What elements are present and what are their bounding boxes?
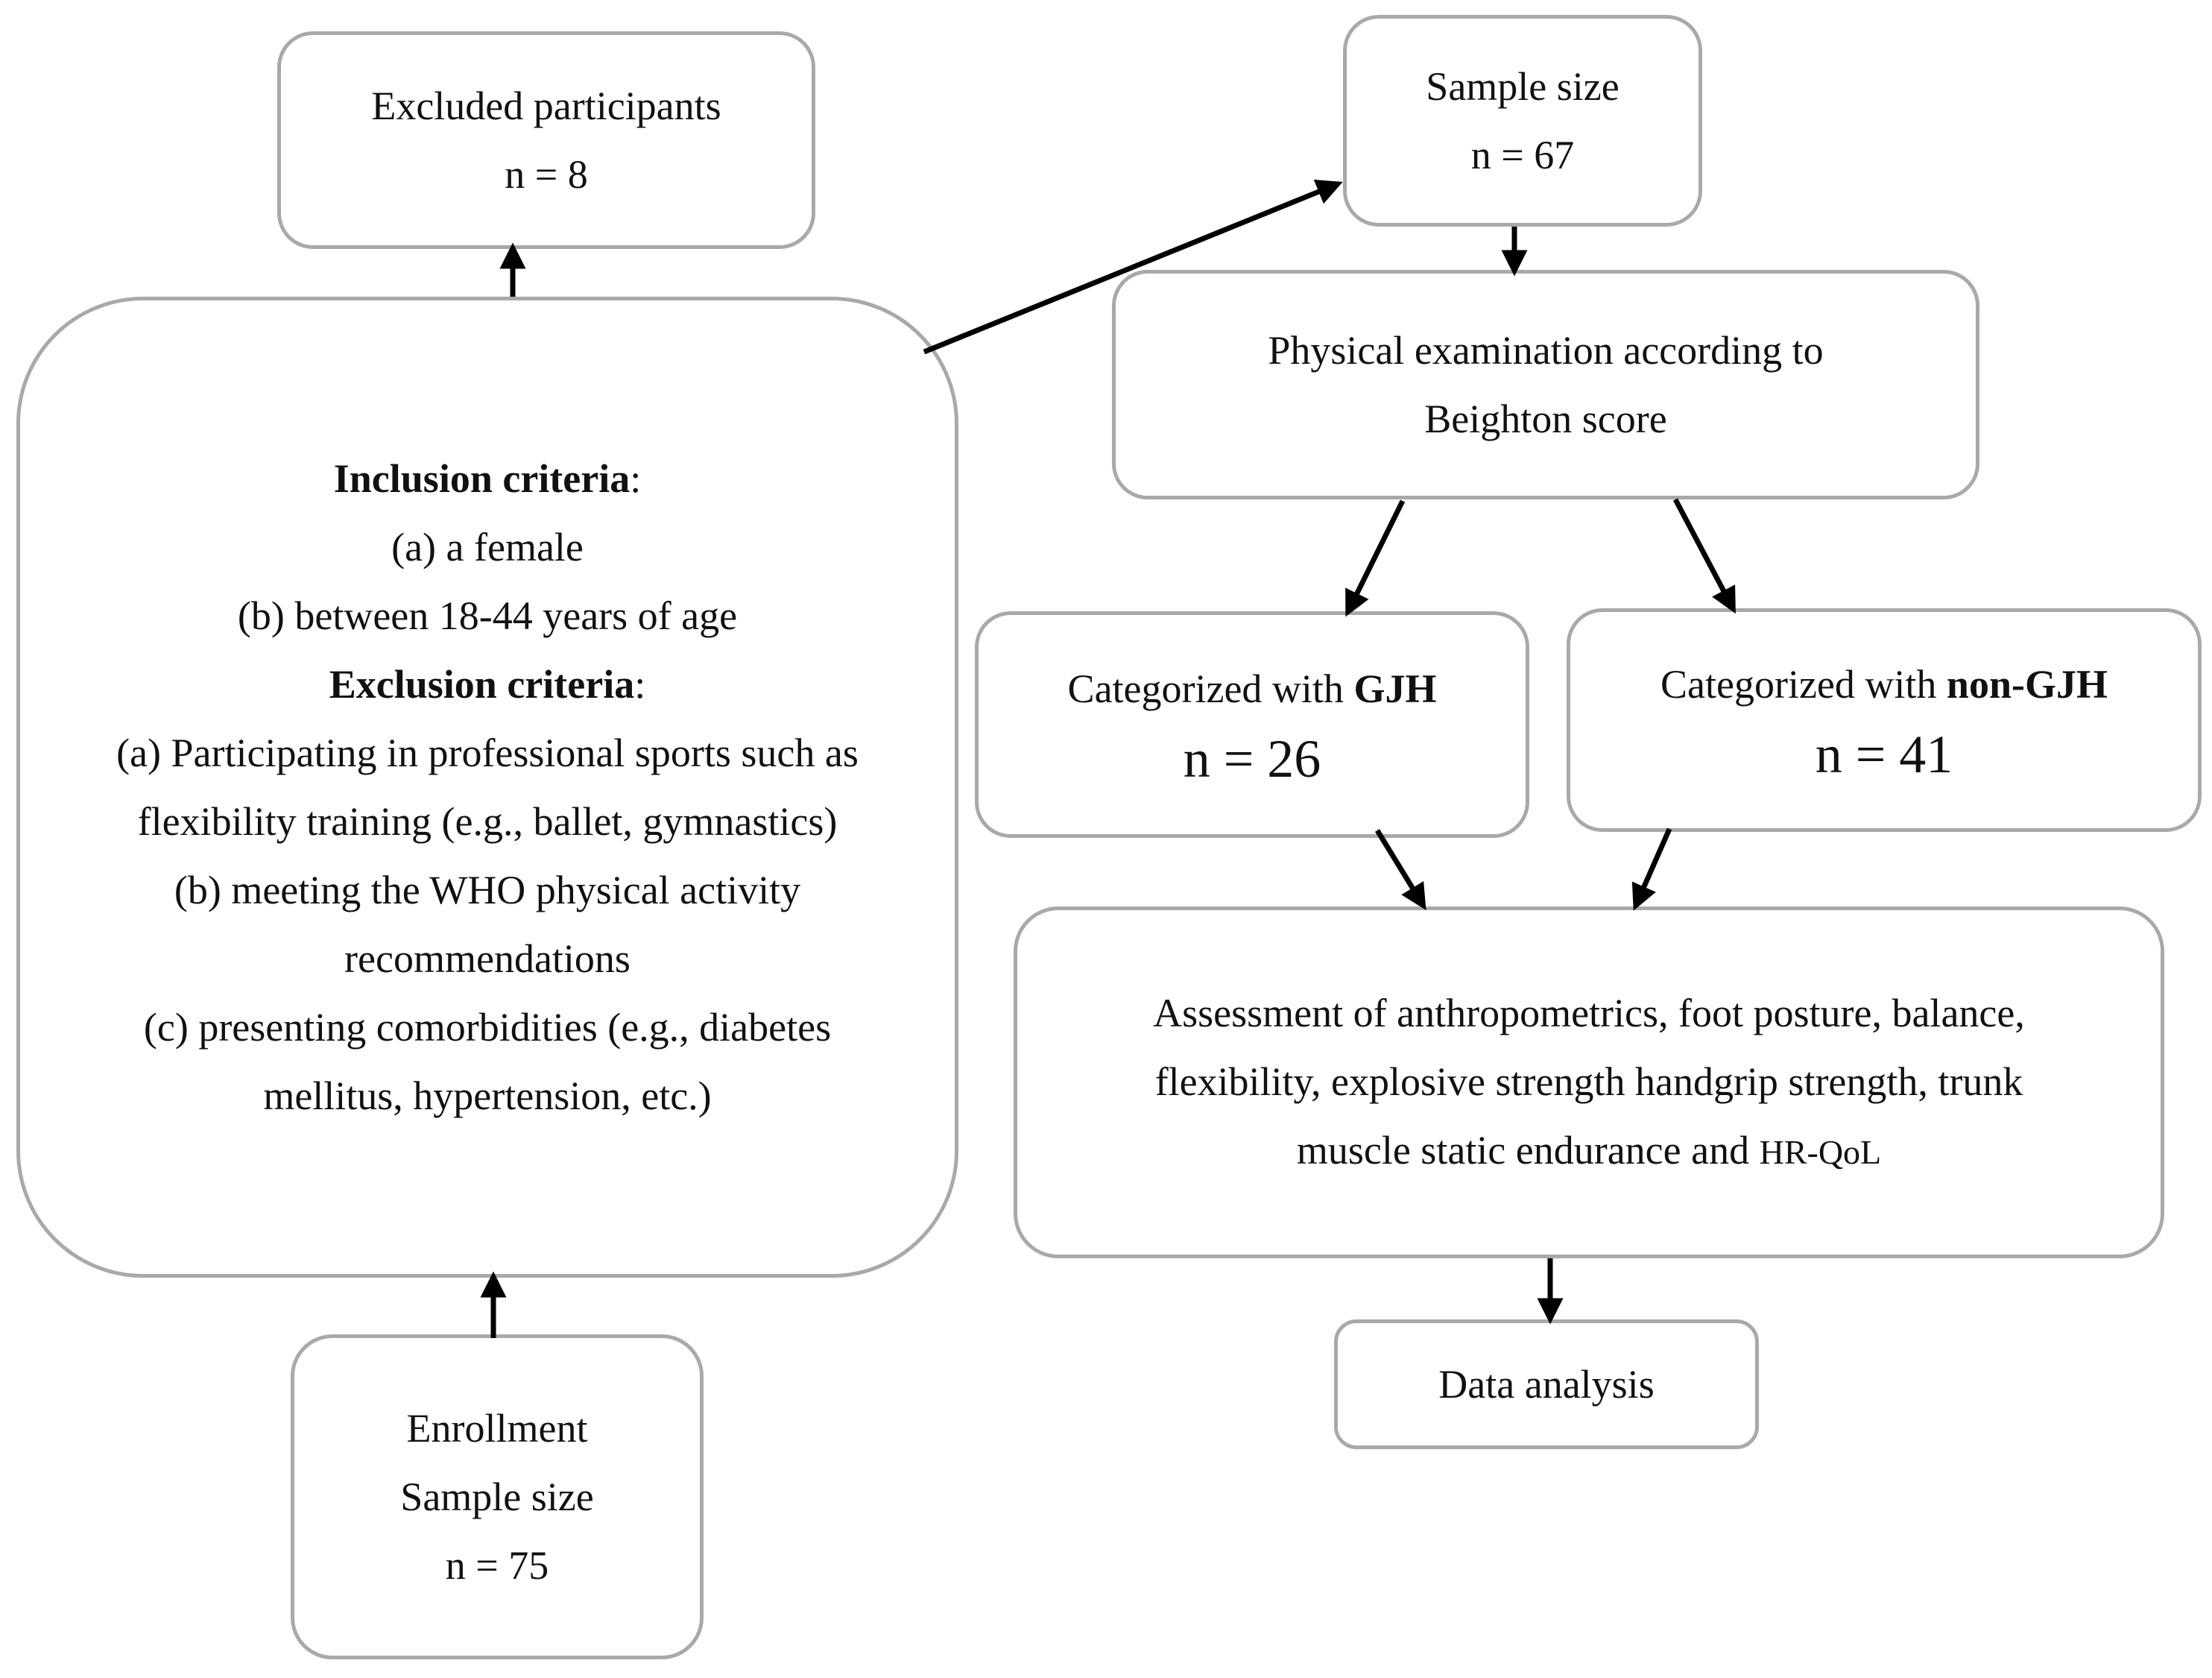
gjh-count: n = 26: [1183, 729, 1321, 789]
sample-size-box: Sample size n = 67: [1343, 15, 1702, 227]
arrow-criteria-to-sample: [923, 179, 1343, 355]
gjh-group-box: Categorized with GJH n = 26: [975, 611, 1529, 838]
inclusion-item: (b) between 18-44 years of age: [237, 593, 738, 638]
arrow-physical-to-non-gjh: [1672, 498, 1736, 614]
exclusion-line: mellitus, hypertension, etc.): [263, 1073, 712, 1118]
exclusion-line: (a) Participating in professional sports…: [116, 731, 859, 775]
exclusion-line: (c) presenting comorbidities (e.g., diab…: [143, 1005, 832, 1050]
non-gjh-group-box: Categorized with non-GJH n = 41: [1567, 608, 2202, 832]
assessment-line-2: flexibility, explosive strength handgrip…: [1154, 1059, 2023, 1104]
excluded-title: Excluded participants: [371, 83, 721, 128]
arrow-physical-to-gjh: [1345, 499, 1406, 617]
physical-line-1: Physical examination according to: [1268, 328, 1824, 373]
arrow-non-gjh-to-assessment: [1631, 827, 1672, 911]
assessment-box: Assessment of anthropometrics, foot post…: [1014, 906, 2164, 1258]
enrollment-count: n = 75: [445, 1543, 549, 1588]
assessment-line-3: muscle static endurance and: [1296, 1127, 1760, 1173]
exclusion-line: flexibility training (e.g., ballet, gymn…: [137, 799, 838, 844]
exclusion-line: (b) meeting the WHO physical activity: [174, 868, 801, 912]
enrollment-title: Enrollment: [406, 1406, 588, 1451]
enrollment-subtitle: Sample size: [400, 1474, 594, 1519]
excluded-count: n = 8: [505, 152, 588, 197]
non-gjh-label: non-GJH: [1946, 662, 2108, 707]
gjh-prefix: Categorized with: [1067, 666, 1354, 711]
physical-examination-box: Physical examination according to Beight…: [1112, 270, 1979, 499]
excluded-participants-box: Excluded participants n = 8: [277, 31, 815, 249]
non-gjh-prefix: Categorized with: [1660, 662, 1947, 707]
non-gjh-count: n = 41: [1815, 725, 1953, 784]
gjh-label: GJH: [1353, 666, 1437, 711]
exclusion-line: recommendations: [344, 936, 631, 981]
enrollment-box: Enrollment Sample size n = 75: [291, 1334, 704, 1659]
sample-size-title: Sample size: [1426, 64, 1619, 109]
hr-qol-label: HR-QoL: [1759, 1132, 1882, 1171]
sample-size-count: n = 67: [1470, 133, 1575, 177]
data-analysis-box: Data analysis: [1334, 1319, 1759, 1449]
physical-line-2: Beighton score: [1424, 397, 1667, 441]
assessment-line-1: Assessment of anthropometrics, foot post…: [1153, 990, 2025, 1035]
inclusion-item: (a) a female: [391, 525, 584, 570]
data-analysis-title: Data analysis: [1438, 1362, 1655, 1407]
arrow-gjh-to-assessment: [1375, 829, 1426, 910]
exclusion-heading: Exclusion criteria: [329, 662, 635, 707]
inclusion-heading: Inclusion criteria: [333, 456, 631, 501]
